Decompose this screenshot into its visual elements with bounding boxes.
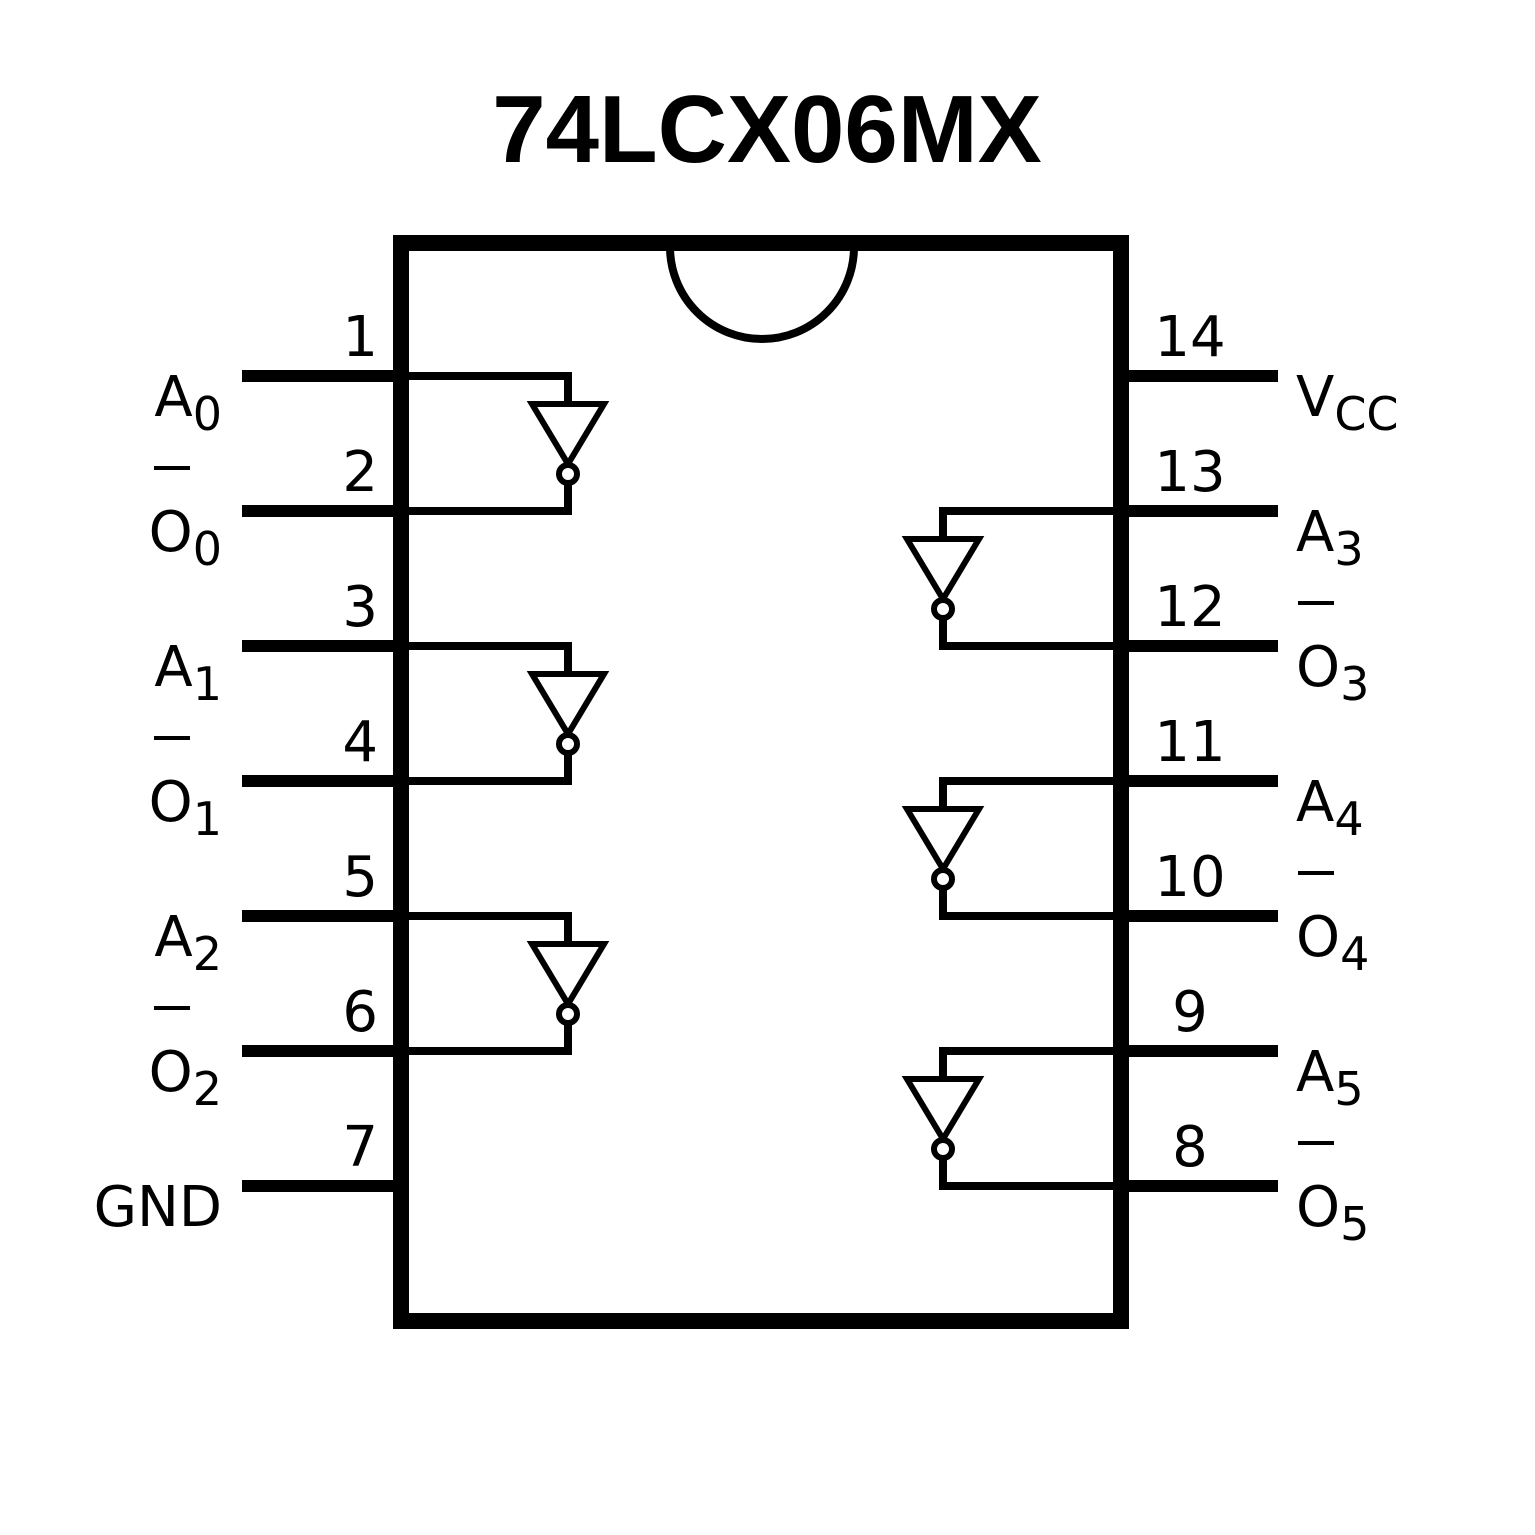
inverter-4-output-wire <box>939 888 1121 920</box>
pin-5-label-base: A <box>154 905 192 970</box>
inverter-4-triangle <box>901 806 985 875</box>
inverter-3 <box>901 507 1121 650</box>
inverter-0-bubble <box>556 462 580 486</box>
pin-8-label-sub: 5 <box>1340 1197 1369 1251</box>
pin-1-number: 1 <box>342 305 378 370</box>
inverter-3-input-wire <box>939 507 1121 539</box>
inverter-4-bubble <box>931 867 955 891</box>
pin-10-label-base: O <box>1296 905 1340 970</box>
pin-10-label-sub: 4 <box>1340 927 1369 981</box>
pin-6-number: 6 <box>342 980 378 1045</box>
pin-2-label: O0 <box>149 500 222 576</box>
chip-title: 74LCX06MX <box>492 76 1042 183</box>
pin-9-label: A5 <box>1296 1040 1364 1116</box>
pin-6-label-base: O <box>149 1040 193 1105</box>
pin-11-number: 11 <box>1154 710 1225 775</box>
pin-9-label-sub: 5 <box>1334 1062 1363 1116</box>
pin-11-label-sub: 4 <box>1334 792 1363 846</box>
inverter-0-triangle <box>526 401 610 470</box>
pin-5-number: 5 <box>342 845 378 910</box>
pin-13-label-sub: 3 <box>1334 522 1363 576</box>
pin-8-label: O5 <box>1296 1175 1369 1251</box>
pin-5-label: A2 <box>154 905 222 981</box>
pin-4-label: O1 <box>149 770 222 846</box>
inverter-3-triangle <box>901 536 985 605</box>
pin-8-number: 8 <box>1172 1115 1208 1180</box>
pin-6-label-sub: 2 <box>193 1062 222 1116</box>
inverter-3-output-wire <box>939 618 1121 650</box>
inverter-4-input-wire <box>939 777 1121 809</box>
inverter-gates <box>401 372 1121 1190</box>
inverter-5-output-wire <box>939 1158 1121 1190</box>
pin-14-label: VCC <box>1296 365 1399 441</box>
inverter-5 <box>901 1047 1121 1190</box>
inverter-1-input-wire <box>401 642 572 674</box>
pin-8-label-base: O <box>1296 1175 1340 1240</box>
pin-2-number: 2 <box>342 440 378 505</box>
pin-14-number: 14 <box>1154 305 1225 370</box>
pin-4-label-base: O <box>149 770 193 835</box>
pin-7-number: 7 <box>342 1115 378 1180</box>
pin-11-label-base: A <box>1296 770 1334 835</box>
pin-13-number: 13 <box>1154 440 1225 505</box>
inverter-5-triangle <box>901 1076 985 1145</box>
inverter-3-bubble <box>931 597 955 621</box>
pin-9-label-base: A <box>1296 1040 1334 1105</box>
inverter-1-output-wire <box>401 753 572 785</box>
pin-12-label-sub: 3 <box>1340 657 1369 711</box>
inverter-0 <box>401 372 610 515</box>
pin-12-label-base: O <box>1296 635 1340 700</box>
inverter-2-bubble <box>556 1002 580 1026</box>
inverter-5-input-wire <box>939 1047 1121 1079</box>
inverter-1-triangle <box>526 671 610 740</box>
chip-notch <box>666 246 858 343</box>
pin-4-number: 4 <box>342 710 378 775</box>
inverter-5-bubble <box>931 1137 955 1161</box>
pin-1-label-sub: 0 <box>193 387 222 441</box>
pin-3-label-base: A <box>154 635 192 700</box>
inverter-4 <box>901 777 1121 920</box>
inverter-2 <box>401 912 610 1055</box>
inverter-0-input-wire <box>401 372 572 404</box>
pin-7-label: GND <box>94 1175 222 1240</box>
inverter-1-bubble <box>556 732 580 756</box>
inverter-2-triangle <box>526 941 610 1010</box>
pin-14-label-sub: CC <box>1334 387 1398 441</box>
pin-4-label-sub: 1 <box>193 792 222 846</box>
pin-9-number: 9 <box>1172 980 1208 1045</box>
pin-10-label: O4 <box>1296 905 1369 981</box>
inverter-0-output-wire <box>401 483 572 515</box>
pin-14-label-base: V <box>1296 365 1334 430</box>
pin-12-label: O3 <box>1296 635 1369 711</box>
pin-3-number: 3 <box>342 575 378 640</box>
pin-1-label: A0 <box>154 365 222 441</box>
pin-2-label-sub: 0 <box>193 522 222 576</box>
pin-3-label: A1 <box>154 635 222 711</box>
pin-13-label: A3 <box>1296 500 1364 576</box>
inverter-1 <box>401 642 610 785</box>
pin-7-label-base: GND <box>94 1175 222 1240</box>
pin-11-label: A4 <box>1296 770 1364 846</box>
pin-12-number: 12 <box>1154 575 1225 640</box>
pin-6-label: O2 <box>149 1040 222 1116</box>
inverter-2-output-wire <box>401 1023 572 1055</box>
pin-1-label-base: A <box>154 365 192 430</box>
inverter-2-input-wire <box>401 912 572 944</box>
pin-2-label-base: O <box>149 500 193 565</box>
pin-5-label-sub: 2 <box>193 927 222 981</box>
pin-13-label-base: A <box>1296 500 1334 565</box>
pin-3-label-sub: 1 <box>193 657 222 711</box>
pin-10-number: 10 <box>1154 845 1225 910</box>
